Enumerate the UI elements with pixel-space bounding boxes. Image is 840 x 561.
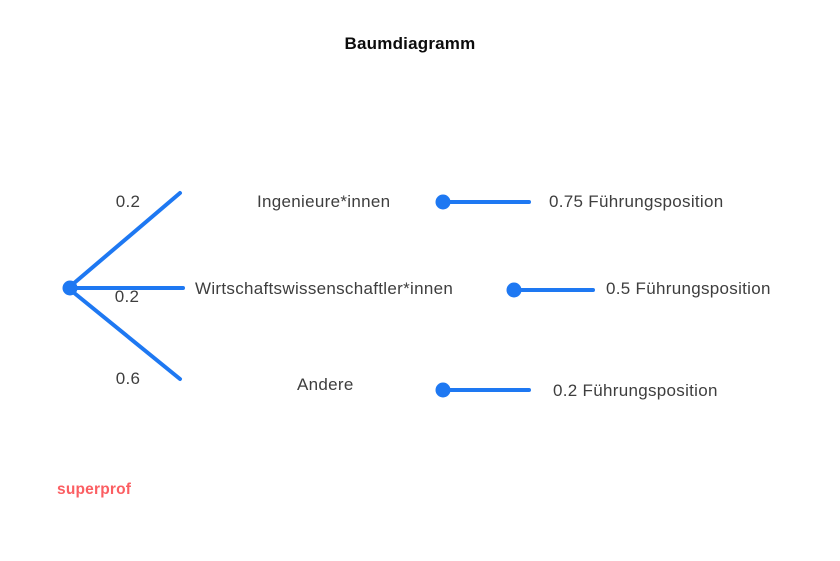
category-label-1: Ingenieure*innen [257,192,391,211]
branch-node-2 [506,282,522,298]
branch-line-bottom [71,290,182,381]
superprof-logo: superprof [57,481,132,498]
probability-label-2: 0.2 [114,287,140,306]
category-label-3: Andere [297,375,354,394]
root-node [62,280,78,296]
page-title: Baumdiagramm [344,34,476,53]
probability-label-1: 0.2 [115,192,141,211]
category-label-2: Wirtschaftswissenschaftler*innen [195,279,454,298]
branch-line-top [71,191,182,286]
outcome-label-2: 0.5 Führungsposition [606,279,771,298]
outcome-label-1: 0.75 Führungsposition [549,192,724,211]
outcome-label-3: 0.2 Führungsposition [553,381,718,400]
probability-label-3: 0.6 [115,369,141,388]
branch-node-1 [435,194,451,210]
branch-node-3 [435,382,451,398]
